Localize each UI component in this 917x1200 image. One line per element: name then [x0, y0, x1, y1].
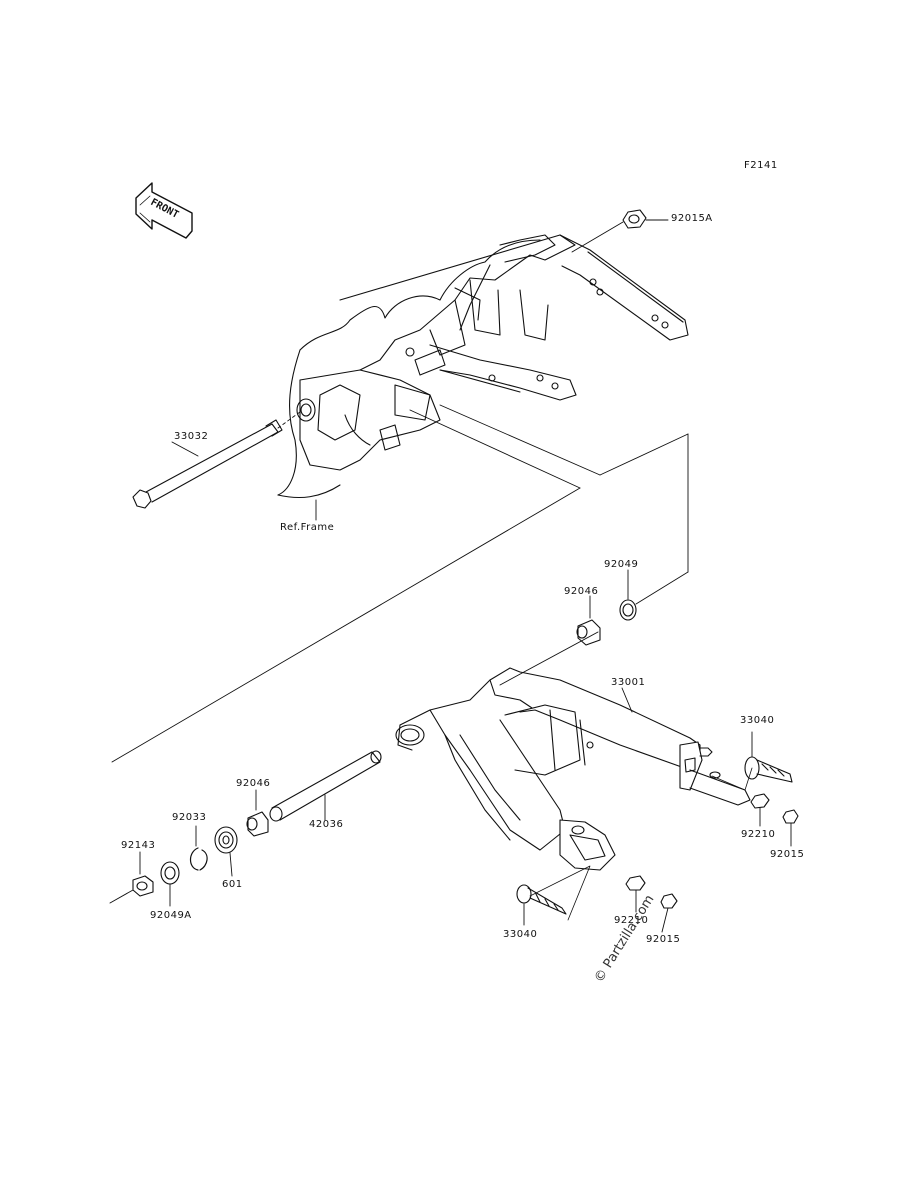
sleeve-42036: [269, 750, 382, 822]
frame-drawing: [277, 234, 689, 499]
nut-92015-bottom: [660, 893, 678, 933]
part-label-92210-right[interactable]: 92210: [741, 829, 776, 840]
seal-92049A: [160, 861, 180, 907]
nut-92210-right: [750, 793, 770, 827]
part-label-601[interactable]: 601: [222, 879, 243, 890]
nut-92210-bottom: [625, 875, 646, 913]
part-label-92046-left[interactable]: 92046: [236, 778, 271, 789]
part-label-92210-bottom[interactable]: 92210: [614, 915, 649, 926]
part-label-33001[interactable]: 33001: [611, 677, 646, 688]
nut-92015-right: [782, 809, 799, 847]
part-label-92049-top[interactable]: 92049: [604, 559, 639, 570]
chain-adjuster-33040-right: [711, 731, 793, 791]
chain-adjuster-33040-bottom: [516, 865, 591, 926]
front-arrow-icon: FRONT: [135, 182, 193, 239]
part-label-33032[interactable]: 33032: [174, 431, 209, 442]
part-label-42036[interactable]: 42036: [309, 819, 344, 830]
bearing-601: [214, 826, 238, 877]
assembly-guide-lines: [111, 404, 689, 763]
swingarm-33001: [395, 667, 751, 871]
part-label-92049A[interactable]: 92049A: [150, 910, 192, 921]
part-label-92015-right[interactable]: 92015: [770, 849, 805, 860]
seal-92049-top: [619, 569, 637, 621]
figure-id: F2141: [744, 160, 778, 171]
bushing-92046-top: [576, 595, 601, 646]
cap-92143: [109, 851, 154, 904]
part-label-92046-top[interactable]: 92046: [564, 586, 599, 597]
bushing-92046-left: [246, 789, 269, 837]
part-label-33040-bottom[interactable]: 33040: [503, 929, 538, 940]
part-label-92033[interactable]: 92033: [172, 812, 207, 823]
ref-frame-label: Ref.Frame: [280, 522, 335, 533]
circlip-92033: [189, 825, 208, 871]
nut-92015A: [571, 209, 669, 253]
part-label-33040-right[interactable]: 33040: [740, 715, 775, 726]
part-label-92015-bottom[interactable]: 92015: [646, 934, 681, 945]
part-label-92143[interactable]: 92143: [121, 840, 156, 851]
part-label-92015A[interactable]: 92015A: [671, 213, 713, 224]
pivot-shaft-33032: [132, 411, 301, 509]
